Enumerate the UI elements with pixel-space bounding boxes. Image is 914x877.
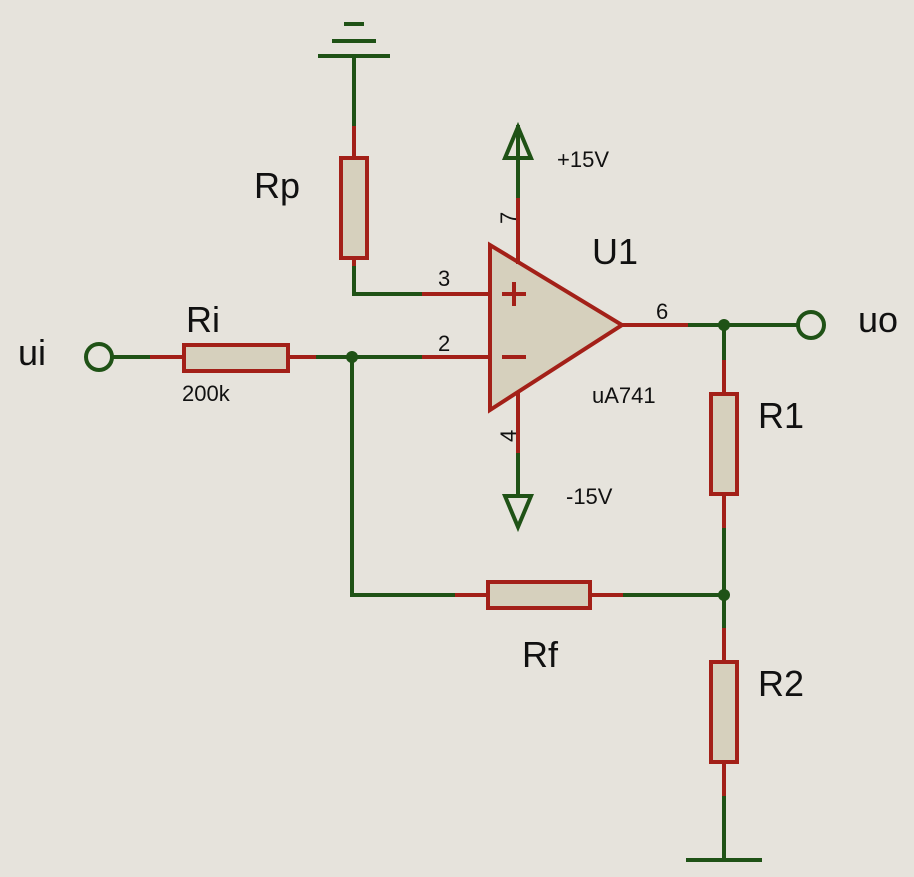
output-terminal (796, 310, 826, 340)
label-u1: U1 (592, 231, 638, 272)
label-pin6: 6 (656, 299, 668, 324)
opamp-u1 (488, 241, 626, 414)
label-ri: Ri (186, 299, 220, 340)
label-part: uA741 (592, 383, 656, 408)
label-rp: Rp (254, 165, 300, 206)
label-pin4: 4 (496, 430, 521, 442)
label-ui: ui (18, 332, 46, 373)
resistor-ri (150, 343, 318, 373)
resistor-rf (455, 580, 625, 610)
resistor-r1 (709, 360, 739, 530)
label-vminus: -15V (566, 484, 613, 509)
vminus-arrow-icon (501, 494, 535, 533)
input-terminal (84, 342, 114, 372)
label-r2: R2 (758, 663, 804, 704)
label-r1: R1 (758, 395, 804, 436)
label-pin2: 2 (438, 331, 450, 356)
label-pin7: 7 (496, 212, 521, 224)
label-ri-value: 200k (182, 381, 231, 406)
resistor-rp (339, 126, 369, 268)
label-uo: uo (858, 299, 898, 340)
label-pin3: 3 (438, 266, 450, 291)
label-vplus: +15V (557, 147, 609, 172)
ground-symbol-top (318, 22, 390, 128)
label-rf: Rf (522, 634, 559, 675)
resistor-r2 (709, 628, 739, 798)
